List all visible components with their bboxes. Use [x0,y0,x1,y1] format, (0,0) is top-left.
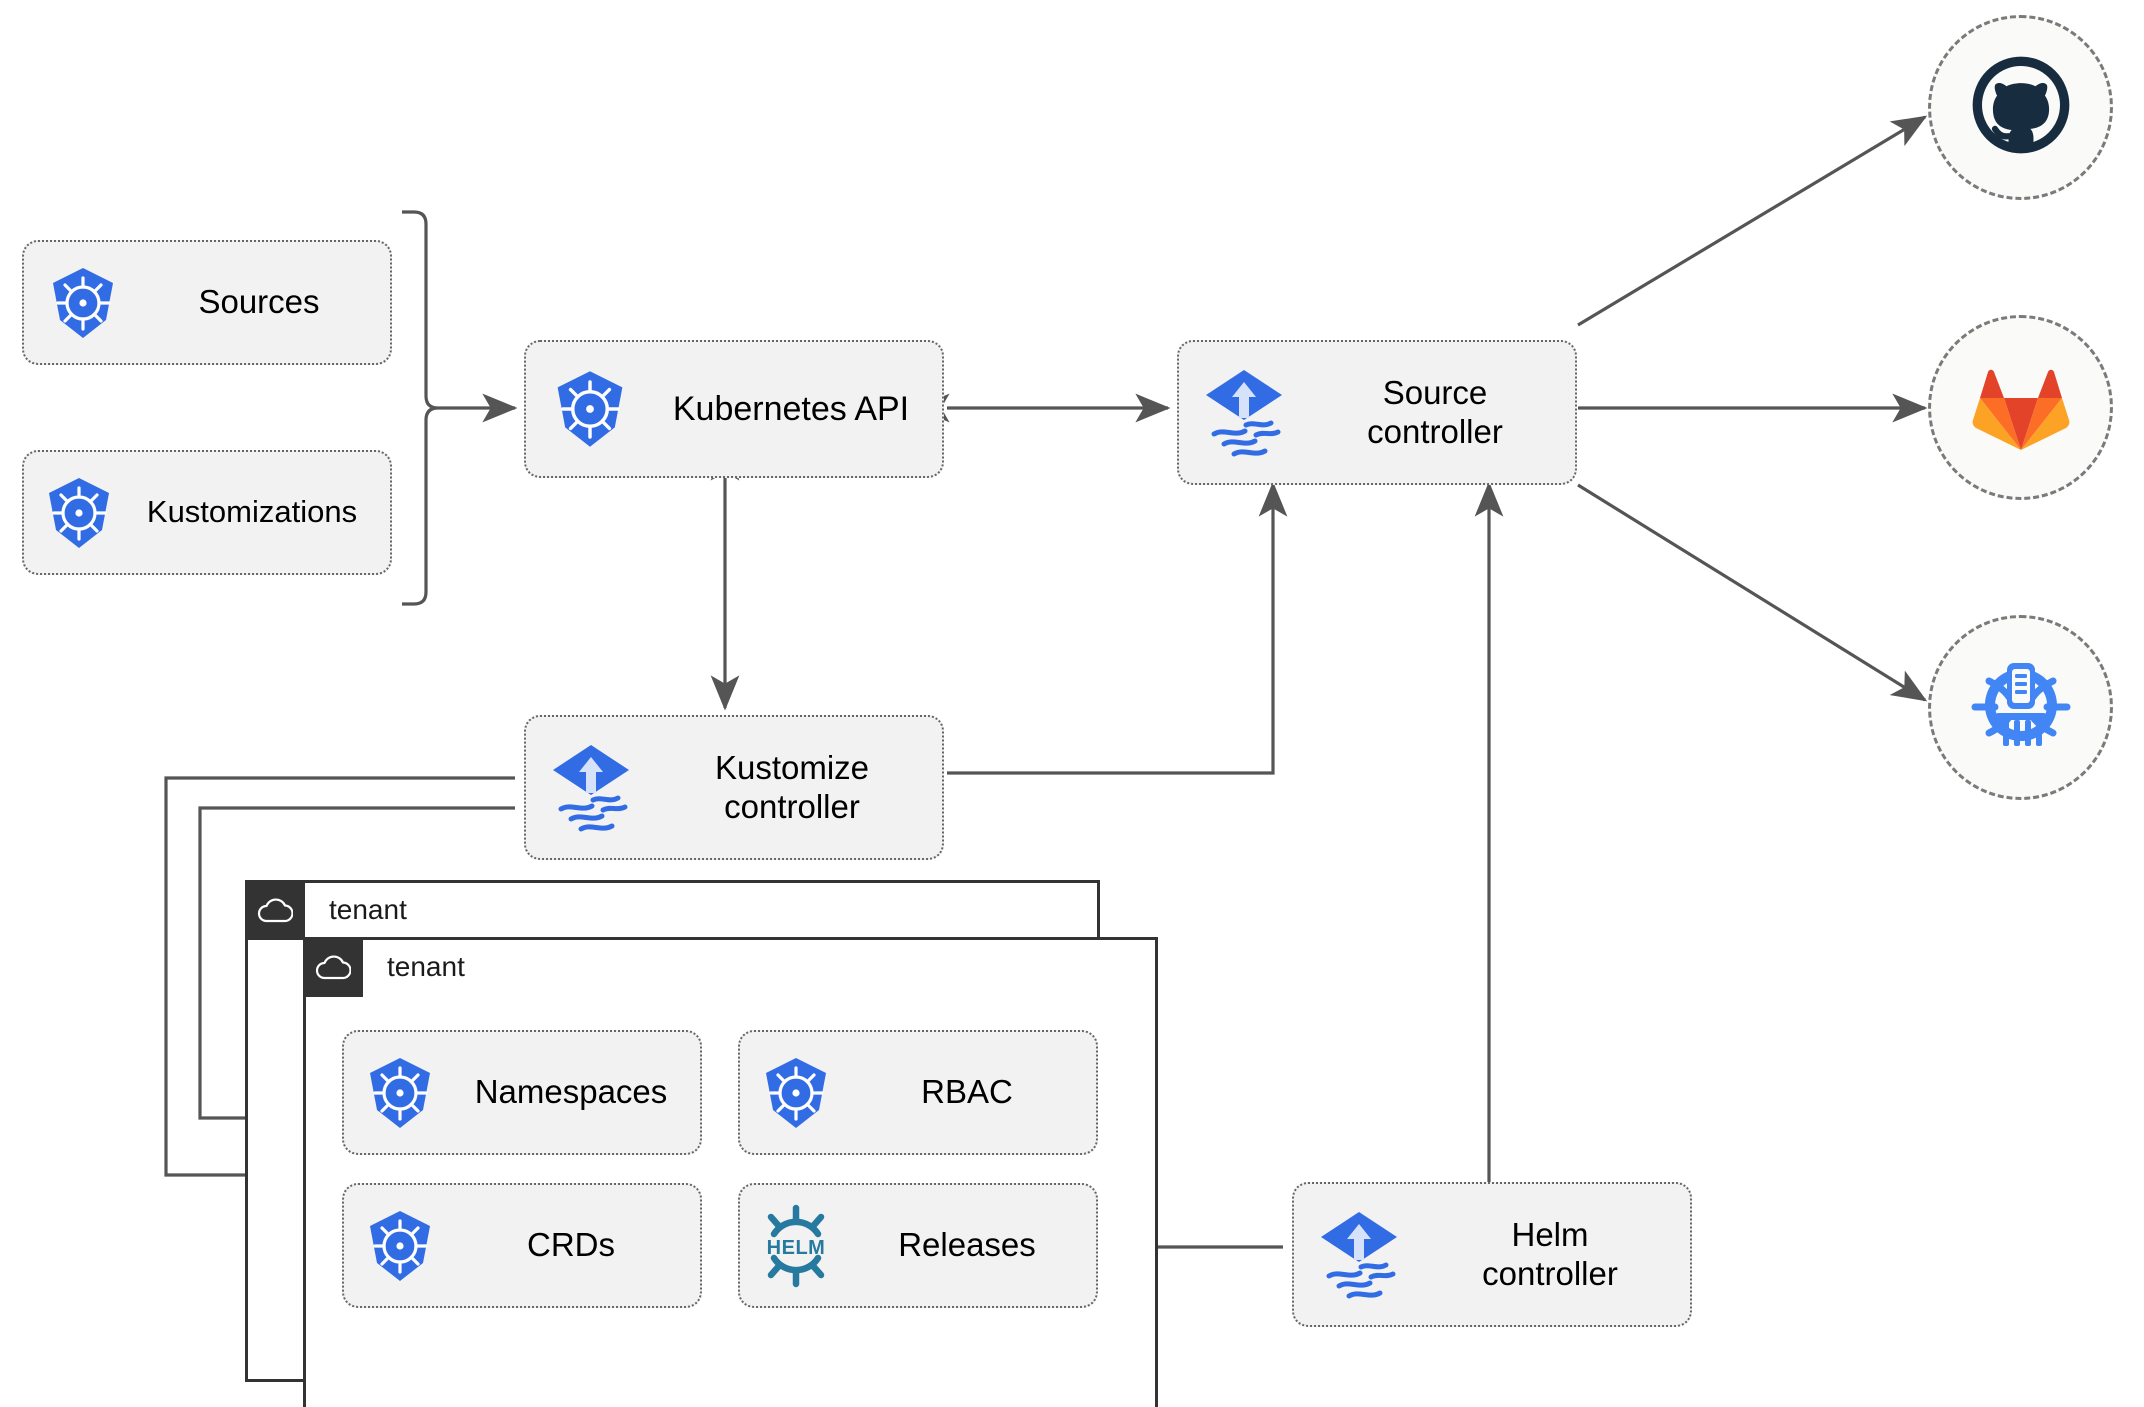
tenant-object-crds[interactable]: CRDs [342,1183,702,1308]
source-controller-label: Source controller [1367,373,1503,450]
edge-source-controller-github [1577,115,1928,327]
kustomize-controller-box[interactable]: Kustomize controller [524,715,944,860]
kubernetes-icon [526,368,654,450]
tenant-front-header: tenant [303,937,465,997]
flux-icon [1179,366,1309,460]
edge-source-controller-helm-repository [1577,483,1928,702]
helm-controller-box[interactable]: Helm controller [1292,1182,1692,1327]
svg-text:HELM: HELM [767,1237,826,1259]
cloud-icon [303,937,363,997]
cloud-icon [245,880,305,940]
github-icon [1969,53,2073,162]
tenant-cluster-front[interactable]: tenant [303,937,1158,1407]
provider-github[interactable] [1928,15,2113,200]
helm-controller-label: Helm controller [1482,1215,1618,1292]
tenant-object-label: CRDs [527,1226,615,1264]
resource-kustomizations[interactable]: Kustomizations [22,450,392,575]
flux-icon [1294,1208,1424,1302]
resource-label: Kustomizations [146,494,358,530]
resource-label: Sources [198,283,320,321]
kubernetes-icon [24,475,134,551]
resource-sources[interactable]: Sources [22,240,392,365]
provider-helm-repository[interactable] [1928,615,2113,800]
tenant-object-label: Releases [898,1226,1036,1264]
helm-icon: HELM [740,1204,852,1288]
kubernetes-icon [24,265,142,341]
kustomize-controller-label: Kustomize controller [714,748,870,825]
kubernetes-icon [344,1208,456,1284]
gitlab-icon [1971,358,2071,457]
edge-kustomize-controller-source-controller [947,481,1288,775]
tenant-object-label: RBAC [921,1073,1013,1111]
source-controller-box[interactable]: Source controller [1177,340,1577,485]
tenant-object-namespaces[interactable]: Namespaces [342,1030,702,1155]
flux-icon [526,741,656,835]
tenant-front-label: tenant [387,951,465,982]
kubernetes-api-box[interactable]: Kubernetes API [524,340,944,478]
provider-gitlab[interactable] [1928,315,2113,500]
tenant-object-rbac[interactable]: RBAC [738,1030,1098,1155]
kubernetes-api-label: Kubernetes API [672,389,910,428]
edge-resources-brace [402,210,439,606]
tenant-object-label: Namespaces [474,1073,668,1111]
tenant-object-releases[interactable]: HELM Releases [738,1183,1098,1308]
tenant-back-header: tenant [245,880,407,940]
helm-repository-icon [1967,651,2075,764]
kubernetes-icon [344,1055,456,1131]
kubernetes-icon [740,1055,852,1131]
tenant-back-label: tenant [329,894,407,925]
